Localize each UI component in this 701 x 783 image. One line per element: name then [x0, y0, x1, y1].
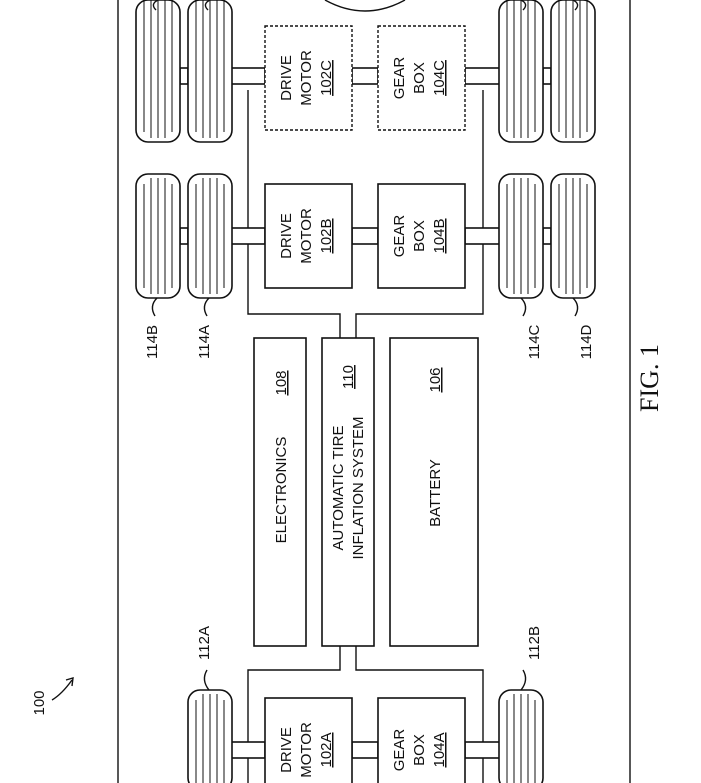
tire-112a — [187, 689, 233, 783]
inflation-system-ref: 110 — [340, 365, 357, 389]
gear-box-104b-box — [377, 183, 466, 289]
figure-ref-100: 100 — [31, 677, 74, 716]
svg-text:BOX: BOX — [411, 734, 428, 766]
gear-box-104c-label: GEAR BOX 104C — [391, 57, 448, 100]
svg-text:MOTOR: MOTOR — [298, 722, 315, 778]
svg-text:BOX: BOX — [411, 220, 428, 252]
electronics-ref: 108 — [273, 370, 290, 395]
gear-box-104c-box — [377, 25, 466, 131]
svg-text:102A: 102A — [318, 732, 335, 767]
ref-112a: 112A — [196, 626, 213, 691]
chassis-outline — [117, 0, 631, 783]
svg-text:112A: 112A — [196, 626, 213, 660]
svg-text:GEAR: GEAR — [391, 215, 408, 258]
battery-box — [389, 337, 479, 647]
svg-text:DRIVE: DRIVE — [278, 213, 295, 259]
svg-text:DRIVE: DRIVE — [278, 55, 295, 101]
inflation-system-box — [321, 337, 375, 647]
svg-text:AUTOMATIC TIRE: AUTOMATIC TIRE — [330, 425, 347, 550]
svg-text:104C: 104C — [431, 60, 448, 96]
drive-motor-102a-box — [264, 697, 353, 783]
gear-box-104b-label: GEAR BOX 104B — [391, 215, 448, 258]
tire-114a — [187, 173, 233, 299]
svg-text:MOTOR: MOTOR — [298, 50, 315, 106]
tire-114d — [550, 173, 596, 299]
svg-text:100: 100 — [31, 690, 48, 715]
svg-text:114D: 114D — [578, 324, 595, 359]
wiring — [247, 90, 484, 783]
ref-114c: 114C — [520, 297, 543, 359]
svg-text:INFLATION SYSTEM: INFLATION SYSTEM — [350, 416, 367, 559]
svg-text:104B: 104B — [431, 218, 448, 253]
svg-text:114C: 114C — [526, 324, 543, 359]
svg-text:102B: 102B — [318, 218, 335, 253]
svg-text:112B: 112B — [526, 626, 543, 660]
svg-text:GEAR: GEAR — [391, 729, 408, 772]
gear-box-104a-box — [377, 697, 466, 783]
figure-title: FIG. 1 — [635, 344, 664, 412]
ref-112b: 112B — [520, 626, 543, 691]
svg-text:102C: 102C — [318, 60, 335, 96]
ref-114a: 114A — [196, 297, 213, 359]
electronics-box — [253, 337, 307, 647]
tire-114b — [135, 173, 181, 299]
battery-ref: 106 — [427, 367, 444, 392]
tire-114b-top — [135, 0, 181, 143]
drive-motor-102c-box — [264, 25, 353, 131]
gear-box-104a-label: GEAR BOX 104A — [391, 729, 448, 772]
svg-text:ELECTRONICS: ELECTRONICS — [273, 437, 290, 544]
battery-label: BATTERY — [427, 459, 444, 527]
svg-text:MOTOR: MOTOR — [298, 208, 315, 264]
tire-114d-top — [550, 0, 596, 143]
tire-112b — [498, 689, 544, 783]
svg-text:GEAR: GEAR — [391, 57, 408, 100]
drive-motor-102b-box — [264, 183, 353, 289]
svg-text:108: 108 — [273, 370, 290, 395]
svg-text:BOX: BOX — [411, 62, 428, 94]
drive-motor-102b-label: DRIVE MOTOR 102B — [278, 208, 335, 264]
top-leaders — [152, 0, 579, 11]
ref-114d: 114D — [572, 297, 595, 359]
inflation-system-label: AUTOMATIC TIRE INFLATION SYSTEM — [330, 416, 367, 559]
svg-text:110: 110 — [340, 365, 357, 389]
svg-text:104A: 104A — [431, 732, 448, 767]
drive-motor-102a-label: DRIVE MOTOR 102A — [278, 722, 335, 778]
svg-text:114B: 114B — [144, 325, 161, 359]
svg-text:106: 106 — [427, 367, 444, 392]
svg-text:BATTERY: BATTERY — [427, 459, 444, 527]
svg-text:DRIVE: DRIVE — [278, 727, 295, 773]
electronics-label: ELECTRONICS — [273, 437, 290, 544]
svg-text:114A: 114A — [196, 325, 213, 359]
ref-114b: 114B — [144, 297, 161, 359]
tire-114a-top — [187, 0, 233, 143]
tire-114c — [498, 173, 544, 299]
top-component-outline — [324, 0, 406, 12]
svg-text:FIG. 1: FIG. 1 — [635, 344, 664, 412]
tire-114c-top — [498, 0, 544, 143]
drive-motor-102c-label: DRIVE MOTOR 102C — [278, 50, 335, 106]
